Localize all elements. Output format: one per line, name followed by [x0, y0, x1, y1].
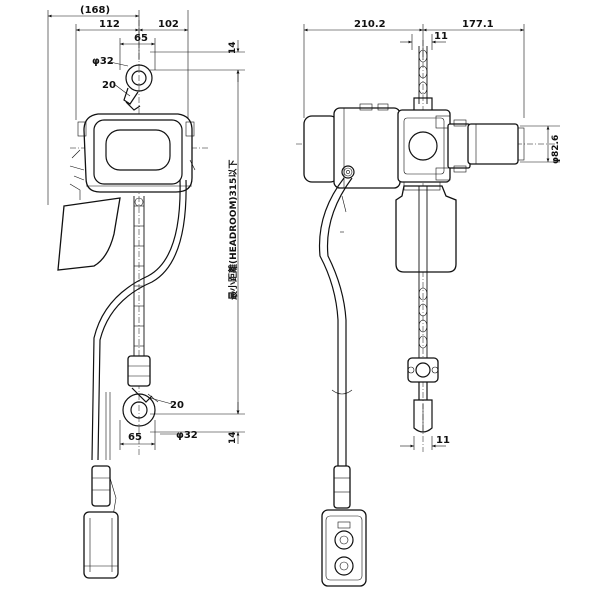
dim-right-width: 102	[158, 19, 179, 30]
side-pendant-cable	[318, 165, 355, 470]
side-pendant-switch	[321, 465, 367, 587]
dim-overall-width: (168)	[80, 5, 110, 16]
side-dimension-labels: 210.2 177.1 11 φ82.6 11	[354, 19, 561, 446]
top-hook	[123, 64, 153, 111]
chain-bag	[57, 149, 121, 271]
central-frame	[397, 109, 451, 183]
side-view: 210.2 177.1 11 φ82.6 11	[296, 19, 561, 587]
dim-bottom-offset: 14	[228, 431, 238, 444]
dim-top-hook-width: 65	[134, 33, 148, 44]
side-load-chain	[418, 186, 428, 360]
dim-bottom-hook-throat: 20	[170, 400, 184, 411]
side-dimension-lines	[304, 28, 550, 448]
side-bottom-block	[407, 357, 439, 433]
hoist-body	[77, 113, 196, 193]
dim-top-offset: 14	[228, 41, 238, 54]
gear-housing	[303, 103, 401, 189]
front-dimension-labels: (168) 112 102 65 φ32 20 14 最小距離(HEADROOM…	[80, 5, 239, 444]
front-view: (168) 112 102 65 φ32 20 14 最小距離(HEADROOM…	[47, 5, 245, 579]
pendant-up-button-icon	[334, 530, 354, 550]
motor	[447, 119, 525, 173]
front-pendant-cable	[91, 179, 187, 461]
dim-top-hook-throat: 20	[102, 80, 116, 91]
dim-left-width: 112	[99, 19, 120, 30]
dim-top-hook-dia: φ32	[92, 56, 114, 67]
bottom-hook-block	[122, 355, 159, 427]
pendant-down-button-icon	[334, 556, 354, 576]
dim-side-left-width: 210.2	[354, 19, 386, 30]
dim-bottom-hook-dia: φ32	[176, 430, 198, 441]
dim-top-chain: 11	[434, 31, 448, 42]
dim-side-right-width: 177.1	[462, 19, 494, 30]
front-extension-lines	[47, 10, 245, 450]
dim-motor-dia: φ82.6	[551, 135, 561, 164]
front-pendant-switch	[83, 465, 119, 579]
dim-headroom: 最小距離(HEADROOM)315以下	[227, 160, 239, 300]
side-chain-bag	[395, 181, 457, 273]
dim-bottom-chain: 11	[436, 435, 450, 446]
front-dimension-lines	[48, 14, 240, 446]
dim-bottom-hook-width: 65	[128, 432, 142, 443]
